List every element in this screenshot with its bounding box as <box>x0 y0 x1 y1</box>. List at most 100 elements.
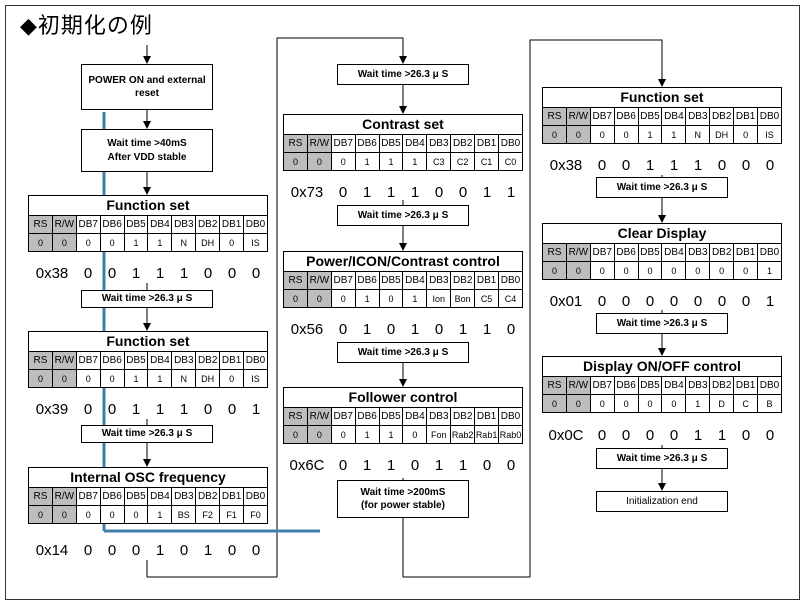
value-cell: 0 <box>219 233 245 252</box>
header-cell: DB5 <box>123 215 149 234</box>
header-cell: DB2 <box>450 134 476 153</box>
value-cell: 0 <box>589 125 615 144</box>
value-cell: 0 <box>75 369 101 388</box>
table-title: Internal OSC frequency <box>28 467 268 487</box>
value-cell: 0 <box>589 261 615 280</box>
bit-value: 1 <box>410 183 420 201</box>
bit-value: 1 <box>410 320 420 338</box>
bit-value: 1 <box>386 456 396 474</box>
value-cell: 0 <box>330 425 356 444</box>
value-cell: 0 <box>306 425 332 444</box>
bit-value: 0 <box>645 426 655 444</box>
hex-value: 0x01 <box>549 292 583 310</box>
header-cell: DB5 <box>123 487 149 506</box>
value-cell: 0 <box>99 369 125 388</box>
value-cell: IS <box>243 369 268 388</box>
table-title: Function set <box>542 87 782 107</box>
header-cell: DB5 <box>637 107 663 126</box>
value-cell: 0 <box>565 125 591 144</box>
header-cell: RS <box>28 487 53 506</box>
value-cell: 0 <box>637 394 663 413</box>
wait-box: Wait time >26.3 μ S <box>596 177 728 198</box>
bit-value: 0 <box>717 292 727 310</box>
value-cell: 0 <box>51 369 77 388</box>
value-cell: 0 <box>661 394 687 413</box>
value-cell: Rab1 <box>474 425 500 444</box>
table-title: Power/ICON/Contrast control <box>283 251 523 271</box>
header-cell: R/W <box>565 376 591 395</box>
header-cell: DB4 <box>402 271 428 290</box>
value-cell: 0 <box>123 505 149 524</box>
value-cell: 0 <box>542 261 567 280</box>
header-cell: R/W <box>306 134 332 153</box>
value-cell: 0 <box>28 233 53 252</box>
bit-value: 0 <box>410 456 420 474</box>
table-title: Display ON/OFF control <box>542 356 782 376</box>
header-cell: DB1 <box>474 407 500 426</box>
bit-value: 1 <box>155 400 165 418</box>
value-cell: C2 <box>450 152 476 171</box>
bit-value: 0 <box>597 156 607 174</box>
table-title: Function set <box>28 331 268 351</box>
value-cell: IS <box>243 233 268 252</box>
bit-value: 0 <box>741 156 751 174</box>
bit-value: 0 <box>386 320 396 338</box>
header-cell: DB2 <box>195 215 221 234</box>
bit-value: 0 <box>107 400 117 418</box>
wait-box: Wait time >26.3 μ S <box>337 342 469 363</box>
power-on-box: POWER ON and external reset <box>81 64 213 110</box>
table-title: Clear Display <box>542 223 782 243</box>
header-cell: DB6 <box>613 376 639 395</box>
header-cell: R/W <box>51 215 77 234</box>
header-cell: R/W <box>565 107 591 126</box>
value-cell: 1 <box>354 425 380 444</box>
value-cell: 0 <box>283 425 308 444</box>
bit-value: 0 <box>458 183 468 201</box>
value-cell: C1 <box>474 152 500 171</box>
bit-value: 0 <box>506 456 516 474</box>
wait-box: Wait time >26.3 μ S <box>596 448 728 469</box>
header-cell: DB7 <box>330 407 356 426</box>
bit-value: 1 <box>693 156 703 174</box>
header-cell: DB3 <box>685 376 711 395</box>
bit-value: 0 <box>107 264 117 282</box>
value-cell: 0 <box>378 289 404 308</box>
header-cell: DB2 <box>450 271 476 290</box>
header-cell: DB7 <box>75 487 101 506</box>
value-cell: F1 <box>219 505 245 524</box>
bit-value: 0 <box>482 456 492 474</box>
bit-value: 1 <box>386 183 396 201</box>
value-cell: 1 <box>661 125 687 144</box>
header-cell: DB2 <box>709 376 735 395</box>
header-cell: DB6 <box>613 107 639 126</box>
value-cell: 0 <box>99 233 125 252</box>
hex-value: 0x0C <box>548 426 584 444</box>
bit-value: 0 <box>669 426 679 444</box>
value-cell: N <box>171 369 197 388</box>
header-cell: R/W <box>306 271 332 290</box>
bit-value: 0 <box>338 456 348 474</box>
header-cell: DB0 <box>243 351 268 370</box>
value-cell: Ion <box>426 289 452 308</box>
value-cell: 0 <box>75 505 101 524</box>
value-cell: F0 <box>243 505 268 524</box>
value-cell: 0 <box>306 289 332 308</box>
header-cell: DB5 <box>637 376 663 395</box>
hex-value: 0x73 <box>290 183 324 201</box>
bit-value: 0 <box>717 156 727 174</box>
bit-value: 0 <box>251 541 261 559</box>
bit-value: 1 <box>155 541 165 559</box>
bit-value: 0 <box>741 292 751 310</box>
